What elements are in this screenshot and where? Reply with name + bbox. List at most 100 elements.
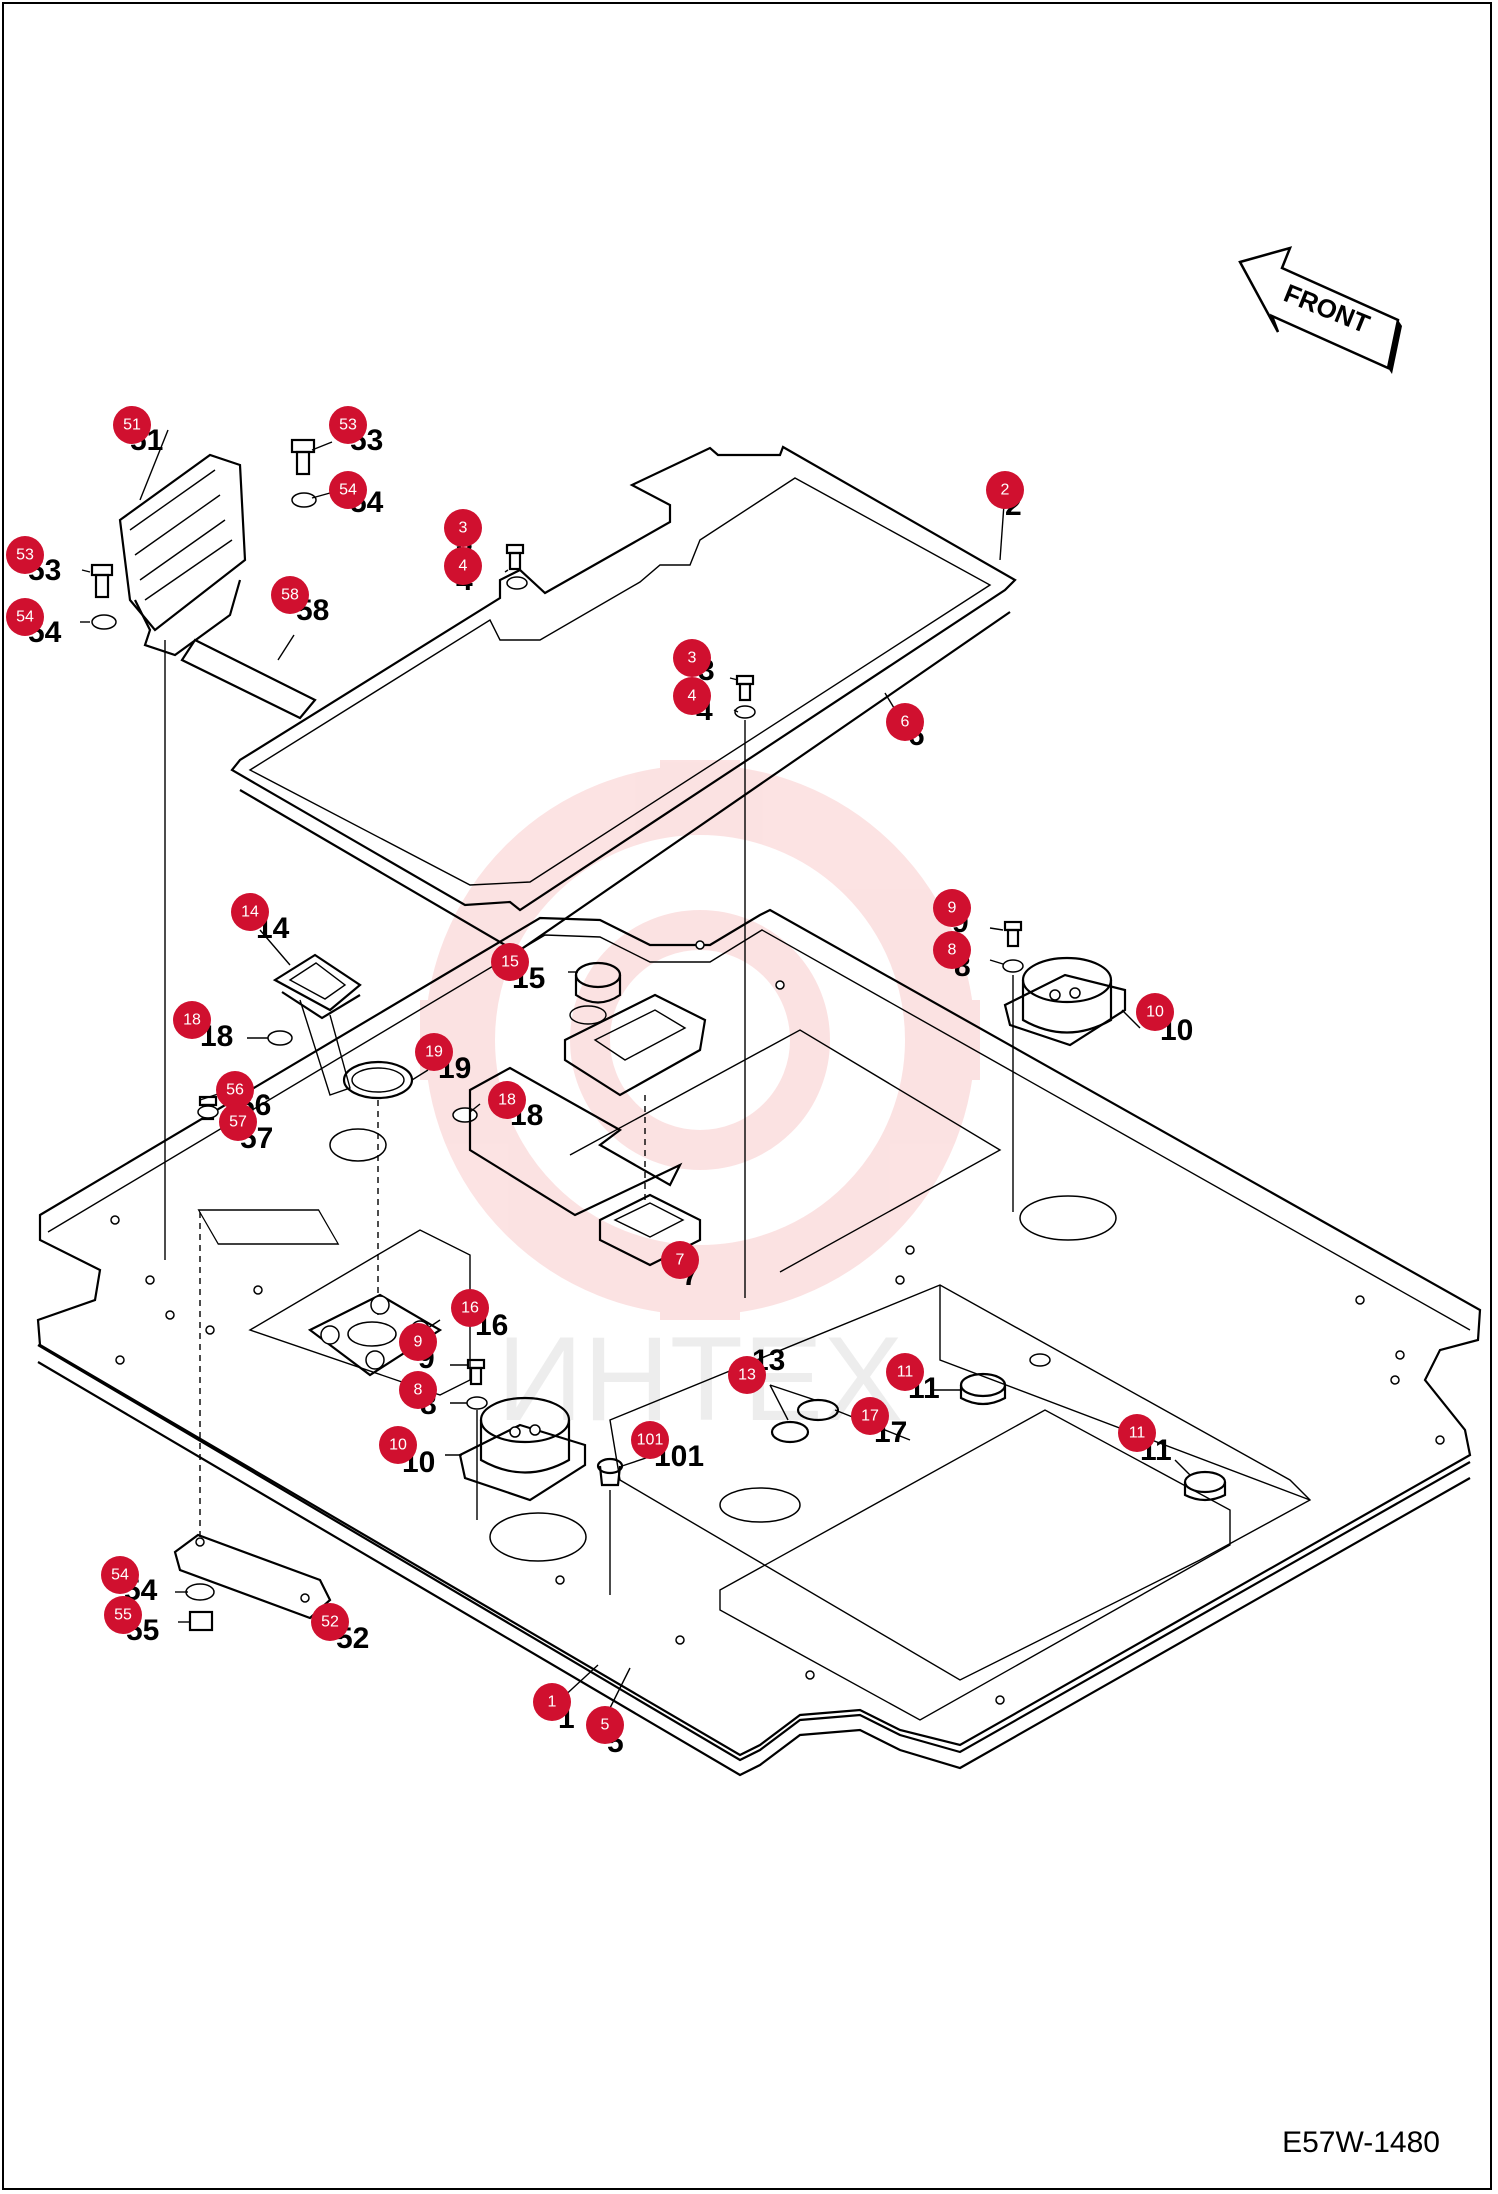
washer-18-left [267,1030,293,1046]
plate-52 [173,1212,332,1620]
callout-badge-14 [231,893,269,931]
callout-number-14: 14 [241,904,259,921]
cup-mount-10-left [458,1396,587,1520]
bolt-9-right [1003,920,1023,948]
drawing-code: E57W-1480 [1282,2126,1440,2159]
callout-number-1: 1 [548,1694,557,1711]
callout-badge-3 [444,509,482,547]
callout-number-10: 10 [1146,1004,1164,1021]
watermark-text: ИНТЕХ [497,1312,903,1446]
callout-badge-4 [673,677,711,715]
callout-number-9: 9 [414,1334,423,1351]
callout-badge-54 [329,471,367,509]
callout-number-58: 58 [281,587,299,604]
washer-54-left [91,614,117,630]
washer-54-upper [291,492,317,508]
mount-15 [569,961,622,1025]
callout-badge-11 [1118,1414,1156,1452]
callout-number-10: 10 [389,1437,407,1454]
washer-54-lower [185,1583,215,1601]
callout-number-15: 15 [501,954,519,971]
bolt-53-upper [290,438,316,476]
cup-mount-10-right [1003,956,1127,1212]
callout-badge-53 [6,536,44,574]
callout-badge-18 [173,1001,211,1039]
grommet-14 [272,953,362,1096]
fasteners [90,438,1024,1632]
callout-number-17: 17 [861,1408,879,1425]
callout-number-8: 8 [414,1382,423,1399]
callout-number-6: 6 [901,714,910,731]
callout-number-2: 2 [1001,482,1010,499]
callout-badge-53 [329,406,367,444]
front-direction-arrow: FRONT [1238,246,1402,374]
callouts: 5151535354545353545458583344223344661414… [6,406,1193,1759]
callout-number-56: 56 [226,1082,244,1099]
callout-badge-10 [1136,993,1174,1031]
callout-badge-56 [216,1071,254,1109]
callout-number-13: 13 [738,1367,756,1384]
callout-badge-15 [491,943,529,981]
callout-badge-6 [886,703,924,741]
callout-badge-54 [6,598,44,636]
nut-55 [188,1610,214,1632]
callout-badge-3 [673,639,711,677]
washer-4-upper [506,576,528,590]
callout-number-11: 11 [897,1364,914,1381]
callout-badge-1 [533,1683,571,1721]
callout-badge-17 [851,1397,889,1435]
callout-number-4: 4 [459,558,468,575]
pedal-assembly [118,453,317,1260]
callout-number-19: 19 [425,1044,443,1061]
callout-number-7: 7 [676,1252,685,1269]
callout-number-52: 52 [321,1614,339,1631]
bolt-9-left [466,1358,486,1386]
callout-number-5: 5 [601,1717,610,1734]
bolt-53-left [90,563,114,599]
callout-number-53: 53 [16,547,34,564]
cover-7 [563,993,707,1267]
callout-number-54: 54 [111,1567,129,1584]
callout-number-18: 18 [183,1012,201,1029]
callout-number-53: 53 [339,417,357,434]
callout-number-54: 54 [339,482,357,499]
callout-badge-52 [311,1603,349,1641]
callout-number-16: 16 [461,1300,479,1317]
callout-number-54: 54 [16,609,34,626]
callout-number-3: 3 [688,650,697,667]
callout-badge-8 [933,931,971,969]
callout-number-57: 57 [229,1114,247,1131]
washer-57 [197,1105,219,1119]
callout-badge-10 [379,1426,417,1464]
callout-badge-55 [104,1596,142,1634]
callout-number-3: 3 [459,520,468,537]
callout-badge-2 [986,471,1024,509]
callout-badge-8 [399,1371,437,1409]
callout-badge-101 [631,1421,669,1459]
callout-badge-16 [451,1289,489,1327]
plate-18 [468,1066,683,1217]
callout-badge-57 [219,1103,257,1141]
callout-badge-4 [444,547,482,585]
callout-badge-5 [586,1706,624,1744]
callout-number-4: 4 [688,688,697,705]
washer-8-left [466,1396,488,1410]
callout-badge-51 [113,406,151,444]
callout-number-11: 11 [1129,1425,1146,1442]
callout-badge-11 [886,1353,924,1391]
callout-number-55: 55 [114,1607,132,1624]
callout-number-9: 9 [948,900,957,917]
callout-badge-9 [399,1323,437,1361]
callout-badge-7 [661,1241,699,1279]
callout-badge-19 [415,1033,453,1071]
callout-number-101: 101 [637,1432,664,1449]
callout-number-8: 8 [948,942,957,959]
callout-badge-18 [488,1081,526,1119]
mounting-holes [110,940,1445,1705]
floor-plate-main [36,908,1482,1777]
callout-number-51: 51 [123,417,141,434]
leader-lines [80,429,1191,1719]
callout-badge-54 [101,1556,139,1594]
